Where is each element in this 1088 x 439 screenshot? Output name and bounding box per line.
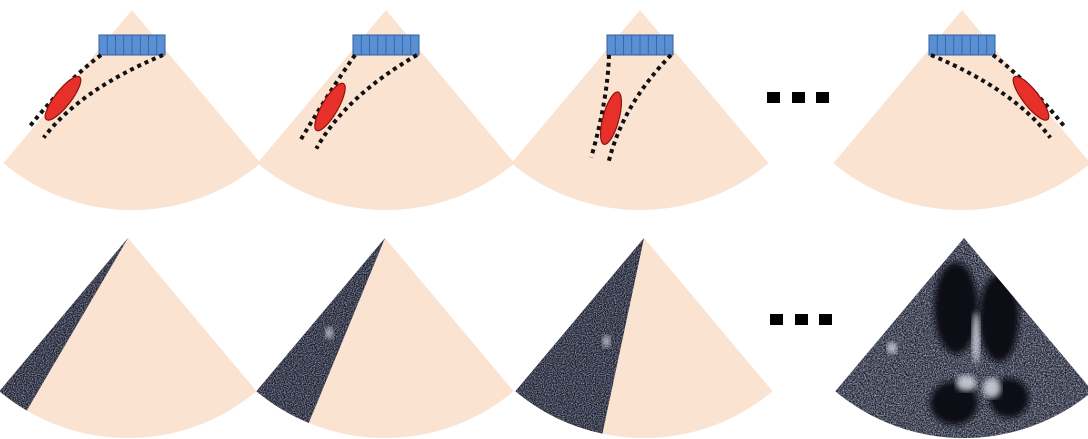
linear-array-probe-icon <box>929 35 995 55</box>
unscanned-sector <box>0 238 257 438</box>
top-row-beam-steering <box>3 10 1088 210</box>
linear-array-probe-icon <box>353 35 419 55</box>
beam-steering-frame-2 <box>257 10 514 210</box>
image-build-frame-3 <box>444 238 844 439</box>
linear-array-probe-icon <box>99 35 165 55</box>
image-build-frame-n <box>764 238 1088 439</box>
beam-steering-frame-3 <box>511 10 768 210</box>
image-build-frame-1 <box>0 238 328 439</box>
bottom-row-image-formation <box>0 238 1088 439</box>
scanned-ultrasound-region <box>764 238 1088 439</box>
bottom-ellipsis-dots-icon <box>770 314 832 325</box>
beam-steering-frame-1 <box>3 10 260 210</box>
top-ellipsis-dots-icon <box>767 92 829 103</box>
beam-steering-frame-n <box>833 10 1088 210</box>
image-build-frame-2 <box>185 238 585 439</box>
linear-array-probe-icon <box>607 35 673 55</box>
